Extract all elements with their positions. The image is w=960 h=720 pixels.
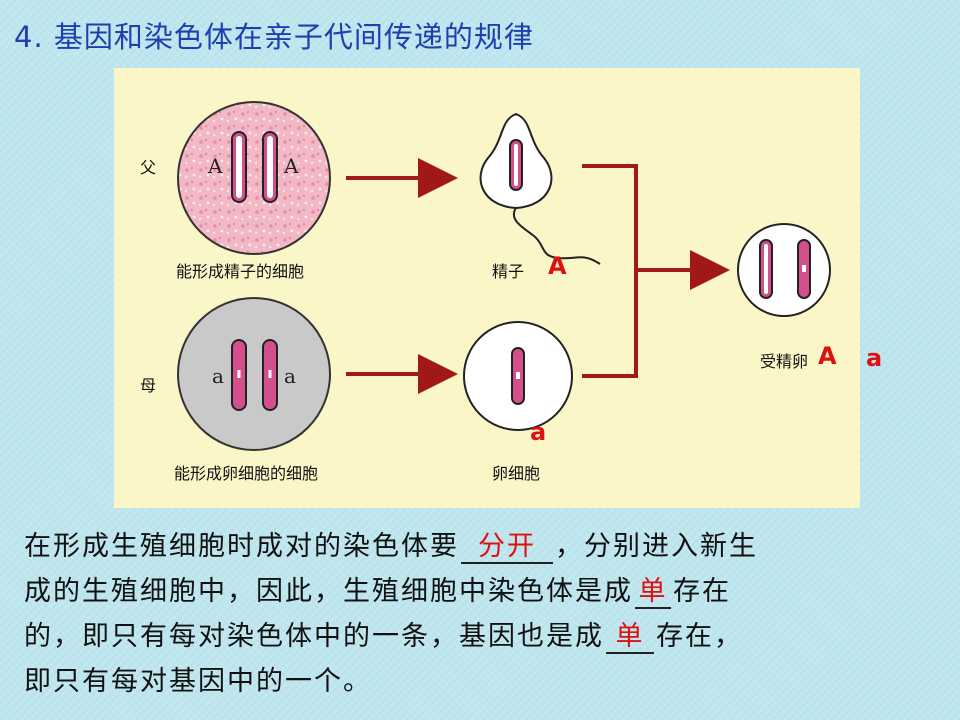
sperm-tail <box>513 207 601 265</box>
text-line-3: 的，即只有每对染色体中的一条，基因也是成单存在， <box>24 614 944 659</box>
zygote-cell <box>737 223 831 317</box>
line1-before: 在形成生殖细胞时成对的染色体要 <box>24 531 459 562</box>
mother-chromosome-left <box>231 339 247 411</box>
line2-before: 成的生殖细胞中，因此，生殖细胞中染色体是成 <box>24 576 633 607</box>
zygote-allele-annotation-1: A <box>818 342 837 370</box>
father-cell <box>177 101 331 255</box>
line1-after: ，分别进入新生 <box>555 531 758 562</box>
text-line-4: 即只有每对基因中的一个。 <box>24 666 372 697</box>
explanation-paragraph: 在形成生殖细胞时成对的染色体要分开，分别进入新生 成的生殖细胞中，因此，生殖细胞… <box>24 524 944 704</box>
mother-row-label: 母 <box>140 376 157 395</box>
answer-blank-1: 分开 <box>461 532 553 564</box>
mother-cell-caption: 能形成卵细胞的细胞 <box>174 464 319 483</box>
egg-caption: 卵细胞 <box>492 464 541 483</box>
sperm-allele-annotation: A <box>548 252 567 280</box>
sperm-connector <box>582 164 638 270</box>
diagram-graphics <box>177 101 831 451</box>
father-allele-right: A <box>284 154 299 178</box>
heredity-diagram: 父 母 A A a a 能形成精子的细胞 能形成卵细胞的细胞 精子 卵细胞 受精… <box>114 68 882 508</box>
sperm-chromosome <box>509 139 523 191</box>
answer-blank-3: 单 <box>606 622 654 654</box>
zygote-caption: 受精卵 <box>760 352 809 371</box>
father-chromosome-left <box>231 131 247 203</box>
page-title: 4. 基因和染色体在亲子代间传递的规律 <box>14 20 534 54</box>
father-row-label: 父 <box>140 158 157 177</box>
answer-blank-2: 单 <box>635 577 671 609</box>
text-line-2: 成的生殖细胞中，因此，生殖细胞中染色体是成单存在 <box>24 569 944 614</box>
zygote-chromosome-left <box>759 239 773 299</box>
line3-before: 的，即只有每对染色体中的一条，基因也是成 <box>24 621 604 652</box>
egg-allele-annotation: a <box>530 418 547 446</box>
text-line-1: 在形成生殖细胞时成对的染色体要分开，分别进入新生 <box>24 524 944 569</box>
mother-allele-right: a <box>284 364 296 388</box>
sperm-caption: 精子 <box>492 262 525 281</box>
zygote-allele-annotation-2: a <box>866 344 883 372</box>
zygote-chromosome-right <box>797 239 811 299</box>
mother-allele-left: a <box>212 364 224 388</box>
mother-chromosome-right <box>262 339 278 411</box>
father-chromosome-right <box>262 131 278 203</box>
father-allele-left: A <box>208 154 223 178</box>
father-cell-caption: 能形成精子的细胞 <box>176 262 305 281</box>
line3-after: 存在， <box>656 621 743 652</box>
mother-cell <box>177 297 331 451</box>
egg-chromosome <box>511 347 525 405</box>
line2-after: 存在 <box>673 576 731 607</box>
egg-connector <box>582 270 638 378</box>
